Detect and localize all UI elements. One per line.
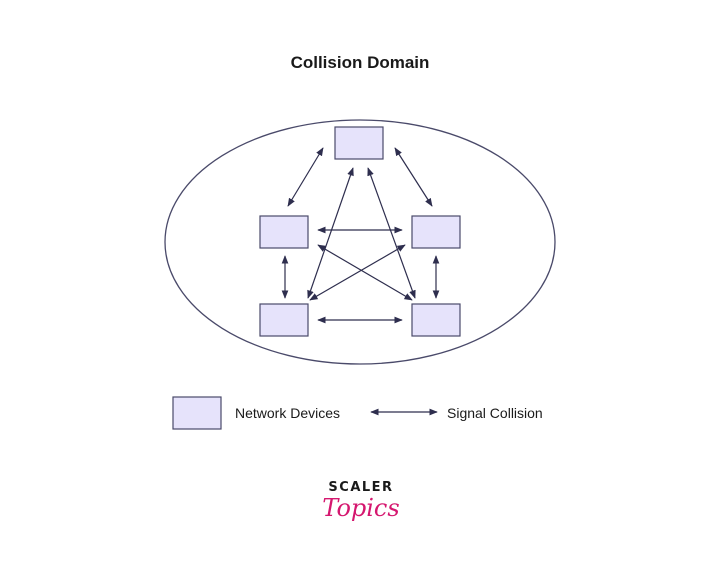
legend-collision-label: Signal Collision: [447, 405, 543, 421]
diagram-title: Collision Domain: [291, 53, 430, 72]
arrow-mid-left-to-bottom-right: [317, 244, 413, 301]
arrow-top-to-mid-right: [394, 147, 433, 207]
device-bottom-right: [411, 303, 461, 337]
legend-device-swatch: [172, 396, 222, 430]
device-top: [334, 126, 384, 160]
logo-text-bottom: Topics: [322, 494, 399, 522]
arrow-mid-right-to-bottom-left: [309, 244, 406, 301]
device-mid-left: [259, 215, 309, 249]
device-bottom-left: [259, 303, 309, 337]
legend-devices-label: Network Devices: [235, 405, 340, 421]
collision-domain-boundary: [164, 119, 556, 365]
scaler-topics-logo: SCALER Topics: [322, 480, 399, 522]
legend: Network Devices Signal Collision: [172, 396, 543, 430]
signal-collision-arrows: [281, 147, 440, 324]
logo-text-top: SCALER: [328, 480, 393, 495]
device-mid-right: [411, 215, 461, 249]
arrow-top-to-mid-left: [287, 147, 324, 207]
network-devices: [259, 126, 461, 337]
